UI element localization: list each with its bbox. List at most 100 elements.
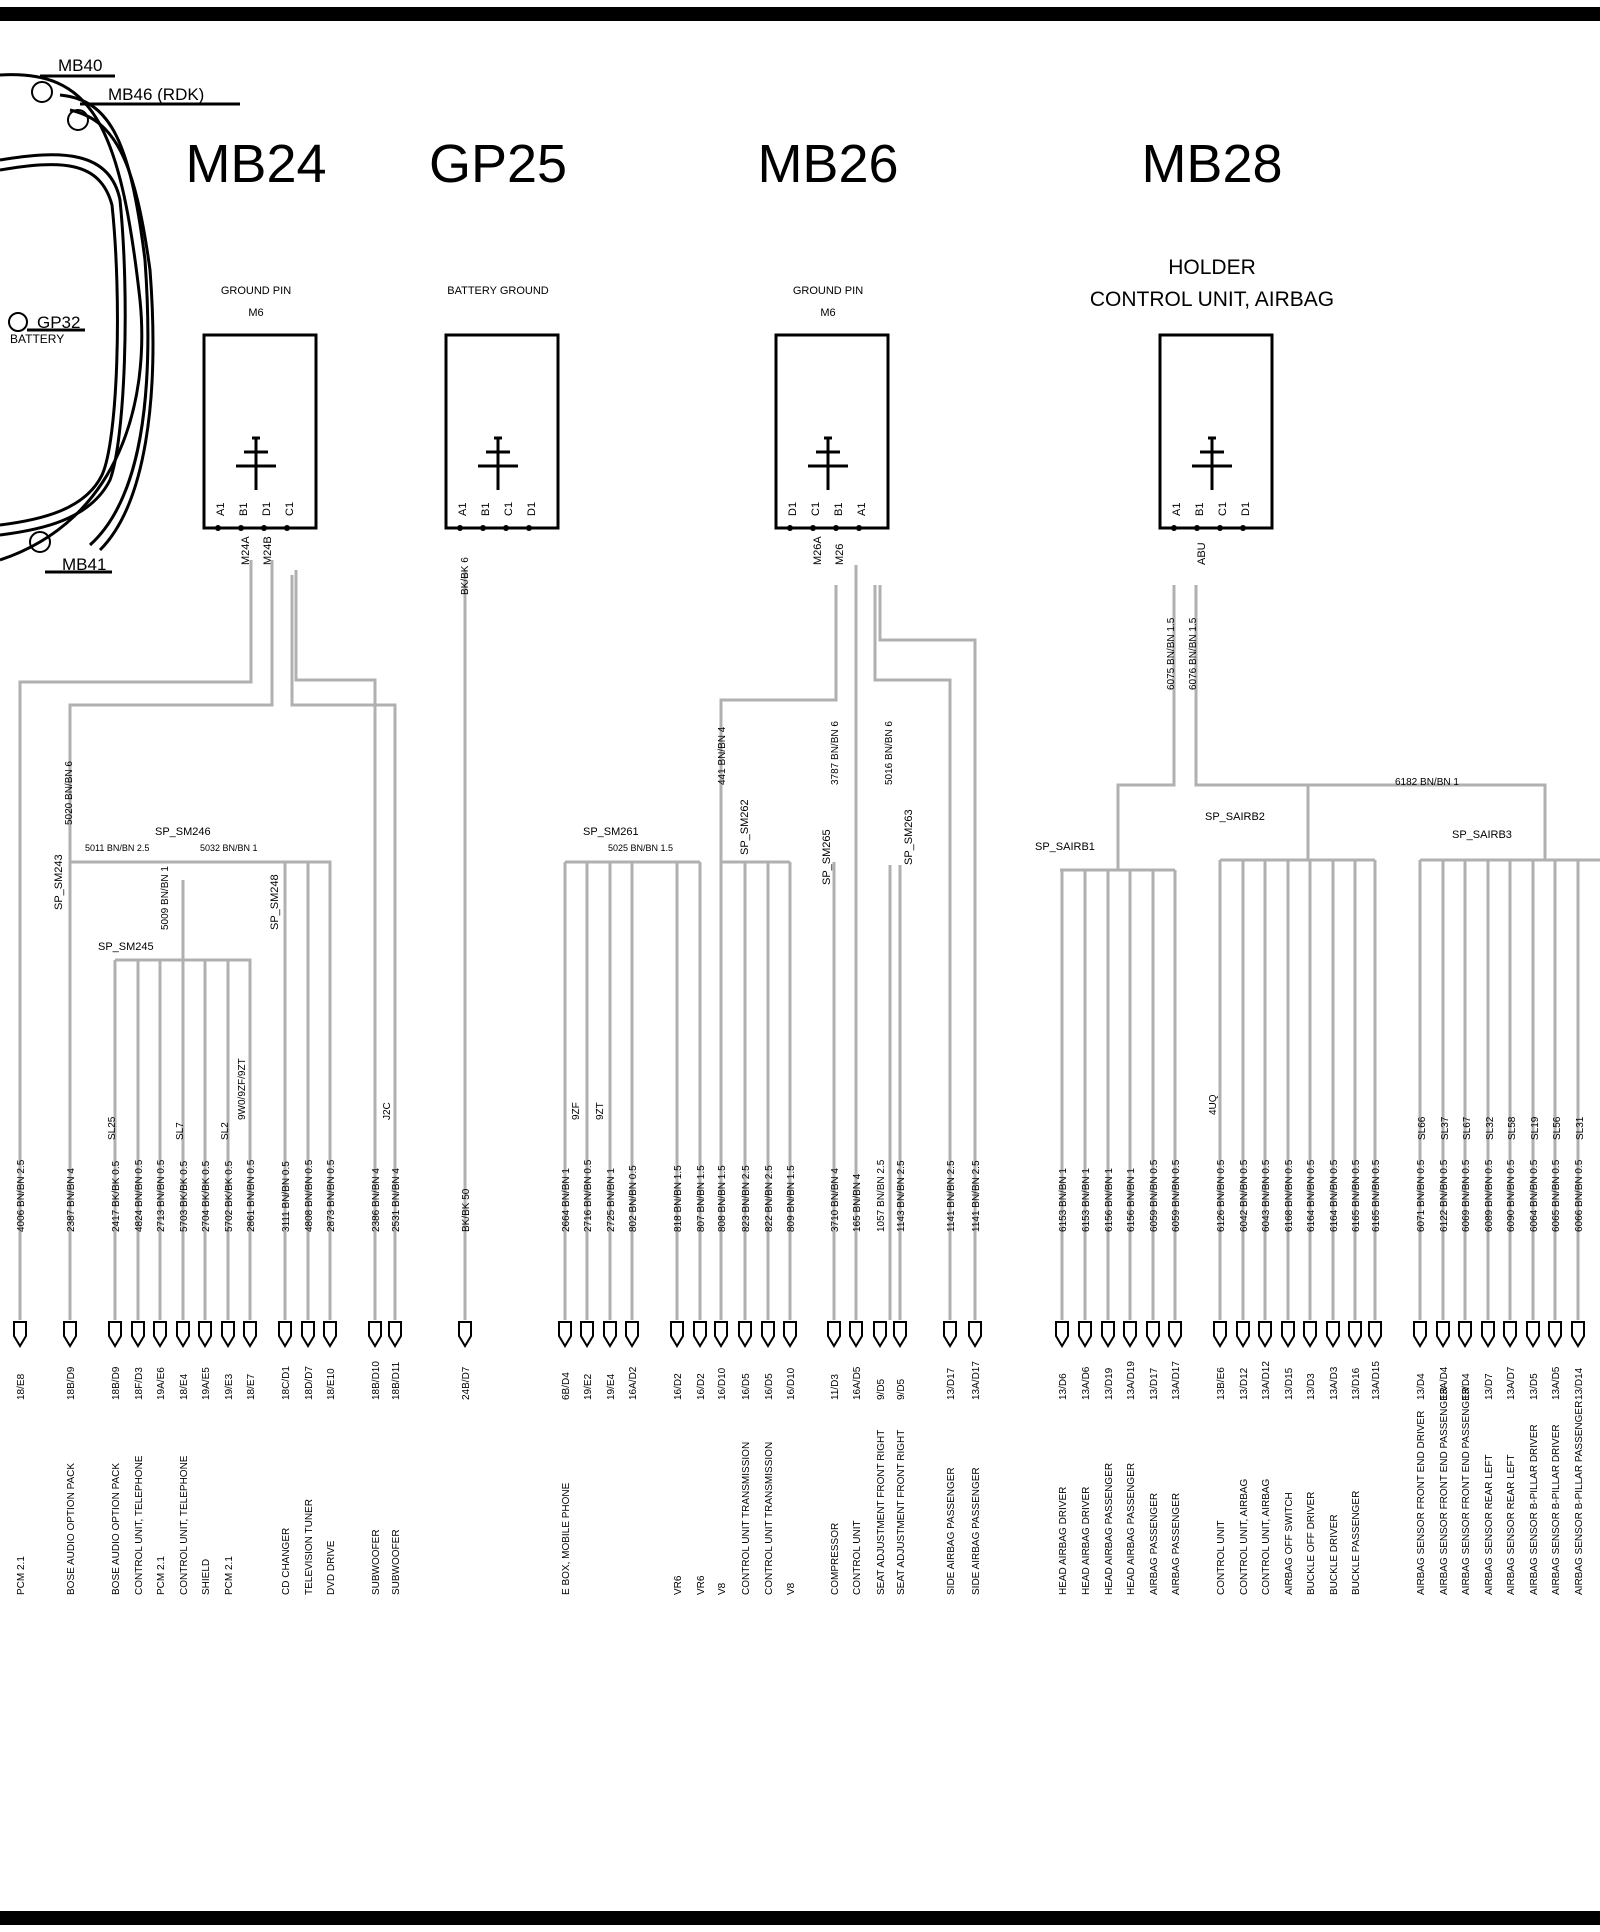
terminal-wire-label: 5703 BK/BK 0.5 [179, 1160, 190, 1232]
terminal: 2716 BN/BN 0.519/E2 [580, 1159, 594, 1400]
pin-dot [787, 525, 793, 531]
terminal-wire-label: 6071 BN/BN 0.5 [1416, 1159, 1427, 1232]
pin-label: D1 [787, 502, 799, 516]
terminal-wire-label: 1141 BN/BN 2.5 [971, 1160, 982, 1232]
pin-dot [1217, 525, 1223, 531]
wire-label: 9ZT [595, 1102, 606, 1120]
terminal-location: 13/D12 [1239, 1367, 1250, 1400]
terminal-wire-label: 4824 BN/BN 0.5 [134, 1159, 145, 1232]
terminal-destination: E BOX, MOBILE PHONE [561, 1482, 572, 1595]
terminal-wire-label: 808 BN/BN 1.5 [717, 1165, 728, 1232]
terminal-wire-label: 6153 BN/BN 1 [1081, 1168, 1092, 1232]
terminal-connector-icon [131, 1321, 145, 1348]
battery-label: BATTERY [10, 332, 64, 346]
terminal-wire-label: 1057 BN/BN 2.5 [876, 1159, 887, 1232]
pin-label: C1 [810, 502, 822, 516]
terminal-destination: SHIELD [201, 1559, 212, 1595]
terminal-connector-icon [1303, 1321, 1317, 1348]
terminal-location: 13A/D7 [1506, 1366, 1517, 1400]
terminal-wire-label: 809 BN/BN 1.5 [786, 1165, 797, 1232]
terminal-location: 16/D10 [786, 1367, 797, 1400]
pin-label: C1 [503, 502, 515, 516]
terminal-connector-icon [580, 1321, 594, 1348]
pin-dot [503, 525, 509, 531]
mb40-label: MB40 [58, 56, 102, 75]
terminal-wire-label: 6164 BN/BN 0.5 [1329, 1159, 1340, 1232]
gp32-label: GP32 [37, 313, 80, 332]
splice-name: SP_SM246 [155, 826, 211, 838]
terminal-wire-label: 6069 BN/BN 0.5 [1461, 1159, 1472, 1232]
splice-name: SP_SAIRB1 [1035, 841, 1095, 853]
wire-label: 6075 BN/BN 1.5 [1166, 617, 1177, 690]
wire-mb24-c [294, 570, 377, 1320]
terminal-location: 18/E8 [16, 1373, 27, 1400]
terminal-connector-icon [761, 1321, 775, 1348]
terminal-connector-icon [783, 1321, 797, 1348]
terminal-connector-icon [458, 1321, 472, 1348]
terminal-connector-icon [968, 1321, 982, 1348]
module-caption: HOLDER [1168, 256, 1256, 279]
terminal-destination: BUCKLE DRIVER [1329, 1514, 1340, 1595]
terminal-wire-label: 3710 BN/BN 4 [830, 1168, 841, 1232]
terminal-location: 13B/E6 [1216, 1367, 1227, 1400]
module-title: MB26 [757, 134, 898, 194]
wire-mb28-a [1116, 585, 1176, 870]
terminal-connector-icon [368, 1321, 382, 1348]
wire-label: SL25 [107, 1116, 118, 1140]
splice-name: SP_SAIRB3 [1452, 829, 1512, 841]
pin-id-label: M24B [262, 536, 274, 565]
terminal-destination: CD CHANGER [281, 1528, 292, 1595]
terminal-connector-icon [714, 1321, 728, 1348]
terminal-destination: SEAT ADJUSTMENT FRONT RIGHT [876, 1430, 887, 1595]
wire-mb26-c [873, 585, 952, 1320]
terminal-location: 16/D5 [764, 1373, 775, 1400]
module-box [1158, 333, 1274, 530]
terminal-wire-label: 6126 BN/BN 0.5 [1216, 1159, 1227, 1232]
terminal-wire-label: 2531 BN/BN 4 [391, 1168, 402, 1232]
terminal-location: 13A/D19 [1126, 1361, 1137, 1400]
terminal-wire-label: 6122 BN/BN 0.5 [1439, 1159, 1450, 1232]
terminal-location: 18B/D9 [66, 1366, 77, 1400]
pin-dot [856, 525, 862, 531]
wire-label: SL2 [220, 1122, 231, 1140]
terminal-location: 19/E2 [583, 1373, 594, 1400]
terminal-location: 13A/D12 [1261, 1361, 1272, 1400]
terminal-wire-label: 2387 BN/BN 4 [66, 1168, 77, 1232]
splice-name: SP_SM263 [903, 809, 915, 865]
terminal-connector-icon [943, 1321, 957, 1348]
terminal-connector-icon [13, 1321, 27, 1348]
terminal-wire-label: 6156 BN/BN 1 [1104, 1168, 1115, 1232]
terminal-connector-icon [1503, 1321, 1517, 1348]
terminal-connector-icon [873, 1321, 887, 1348]
terminal-wire-label: 2386 BN/BN 4 [371, 1168, 382, 1232]
terminal-destination: V8 [786, 1582, 797, 1595]
pin-label: A1 [457, 503, 469, 516]
module-caption: BATTERY GROUND [447, 285, 549, 297]
terminal-destination: BOSE AUDIO OPTION PACK [111, 1463, 122, 1595]
terminal-wire-label: 6090 BN/BN 0.5 [1506, 1159, 1517, 1232]
terminal-connector-icon [1146, 1321, 1160, 1348]
module-caption: GROUND PIN [793, 285, 863, 297]
terminal-destination: CONTROL UNIT TRANSMISSION [741, 1442, 752, 1595]
splice-wire-label: 5025 BN/BN 1.5 [608, 843, 673, 853]
terminal-location: 13A/D6 [1081, 1366, 1092, 1400]
terminal-wire-label: 2417 BK/BK 0.5 [111, 1160, 122, 1232]
pin-label: D1 [261, 502, 273, 516]
terminal-wire-label: 2664 BN/BN 1 [561, 1168, 572, 1232]
